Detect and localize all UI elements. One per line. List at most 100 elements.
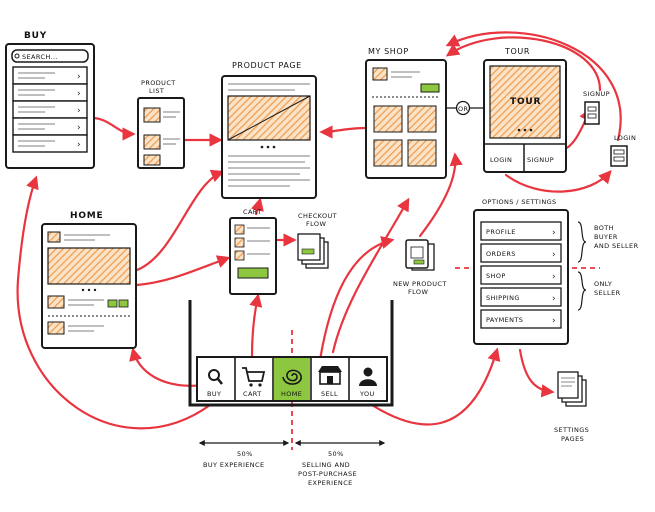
options-item-shipping[interactable] xyxy=(480,287,562,307)
home-screen: HOME xyxy=(41,211,137,349)
tab-sell[interactable]: SELL xyxy=(318,366,342,398)
note-both-3: AND SELLER xyxy=(594,242,639,250)
cart-screen: CART xyxy=(229,208,277,295)
shop-item-tile[interactable] xyxy=(407,139,437,167)
chevron-right-icon: › xyxy=(77,123,81,133)
sell-experience-1: SELLING AND xyxy=(302,461,350,469)
chevron-right-icon: › xyxy=(552,228,556,238)
sell-experience-2: POST-PURCHASE xyxy=(298,470,357,478)
magnifier-icon xyxy=(208,369,220,381)
settings-pages: SETTINGS PAGES xyxy=(554,371,589,443)
options-item-profile[interactable] xyxy=(480,221,562,241)
cart-icon xyxy=(242,367,266,382)
buy-search-field[interactable] xyxy=(11,49,89,63)
tab-buy[interactable]: BUY xyxy=(207,369,223,398)
product-list-title-2: LIST xyxy=(149,87,164,95)
shop-item-tile[interactable] xyxy=(373,105,403,133)
options-item-shop[interactable] xyxy=(480,265,562,285)
arrow-tour-login-to-login xyxy=(504,170,612,193)
chevron-right-icon: › xyxy=(552,272,556,282)
options-item-orders[interactable] xyxy=(480,243,562,263)
product-page-screen: PRODUCT PAGE xyxy=(221,61,317,199)
product-thumb[interactable] xyxy=(143,154,161,166)
checkout-flow: CHECKOUT FLOW xyxy=(297,212,337,269)
tour-hero-text: TOUR xyxy=(510,97,541,107)
chevron-right-icon: › xyxy=(77,72,81,82)
options-label-shop: SHOP xyxy=(486,272,506,280)
sell-experience-3: EXPERIENCE xyxy=(308,479,353,487)
buy-list-row[interactable] xyxy=(12,117,88,136)
arrow-myshop-to-productpage xyxy=(319,125,368,139)
tab-home[interactable]: HOME xyxy=(274,358,310,400)
tour-signup-button[interactable]: SIGNUP xyxy=(527,156,554,164)
arrow-tab-buy-to-buyscreen xyxy=(16,175,212,430)
camera-icon xyxy=(410,246,424,259)
options-item-payments[interactable] xyxy=(480,309,562,329)
buy-screen: BUY SEARCH... › › › › › xyxy=(5,31,95,169)
tour-title: TOUR xyxy=(504,47,530,56)
options-label-shipping: SHIPPING xyxy=(486,294,520,302)
options-label-orders: ORDERS xyxy=(486,250,516,258)
cart-title: CART xyxy=(243,208,262,216)
chevron-right-icon: › xyxy=(77,140,81,150)
my-shop-title: MY SHOP xyxy=(368,47,409,56)
arrow-buy-to-productlist xyxy=(90,116,136,141)
tab-cart[interactable]: CART xyxy=(242,367,266,398)
tab-you-label: YOU xyxy=(359,390,375,398)
buy-list-row[interactable] xyxy=(12,66,88,85)
options-label-payments: PAYMENTS xyxy=(486,316,523,324)
login-screen-small: LOGIN xyxy=(610,134,636,167)
options-title: OPTIONS / SETTINGS xyxy=(482,198,557,206)
arrow-tab-sell-to-newproduct xyxy=(318,236,395,362)
tab-sell-label: SELL xyxy=(321,390,338,398)
product-list-title-1: PRODUCT xyxy=(141,79,176,87)
note-both-1: BOTH xyxy=(594,224,614,232)
chevron-right-icon: › xyxy=(552,316,556,326)
shop-item-tile[interactable] xyxy=(373,139,403,167)
tour-screen: TOUR TOUR LOGIN SIGNUP xyxy=(483,47,567,173)
chevron-right-icon: › xyxy=(552,250,556,260)
or-connector: OR xyxy=(446,100,484,116)
signup-title: SIGNUP xyxy=(583,90,610,98)
arrow-tab-you-to-options xyxy=(370,347,501,426)
arrow-newproduct-to-myshop xyxy=(418,152,463,238)
buy-list-row[interactable] xyxy=(12,83,88,102)
person-icon xyxy=(363,367,373,377)
checkout-button[interactable] xyxy=(237,267,269,279)
my-shop-screen: MY SHOP xyxy=(365,47,447,179)
tab-you[interactable]: YOU xyxy=(359,367,377,399)
tab-home-label: HOME xyxy=(281,390,302,398)
tab-cart-label: CART xyxy=(243,390,262,398)
buy-list xyxy=(12,66,88,153)
buy-title: BUY xyxy=(24,31,47,41)
product-thumb[interactable] xyxy=(143,107,161,123)
flow-arrows xyxy=(16,31,622,430)
new-product-title-1: NEW PRODUCT xyxy=(393,280,447,288)
product-list-screen: PRODUCT LIST xyxy=(137,79,185,169)
arrow-tab-home-to-home xyxy=(129,347,207,387)
or-label: OR xyxy=(458,105,469,113)
sell-pct: 50% xyxy=(328,450,344,458)
chevron-right-icon: › xyxy=(77,89,81,99)
tour-login-button[interactable]: LOGIN xyxy=(490,156,512,164)
home-featured-image[interactable] xyxy=(47,247,131,285)
search-icon xyxy=(14,53,20,59)
chevron-right-icon: › xyxy=(77,106,81,116)
note-only-2: SELLER xyxy=(594,289,621,297)
buy-search-placeholder: SEARCH... xyxy=(22,53,58,61)
shop-item-tile[interactable] xyxy=(407,105,437,133)
buy-list-row[interactable] xyxy=(12,100,88,119)
arrow-productpage-to-myshop xyxy=(470,100,480,107)
arrow-tab-sell-to-myshop xyxy=(331,197,410,354)
checkout-title-2: FLOW xyxy=(306,220,326,228)
buy-list-row[interactable] xyxy=(12,134,88,153)
arrow-home-to-productpage xyxy=(135,169,225,272)
settings-pages-title-1: SETTINGS xyxy=(554,426,589,434)
options-label-profile: PROFILE xyxy=(486,228,516,236)
login-title: LOGIN xyxy=(614,134,636,142)
product-thumb[interactable] xyxy=(143,134,161,150)
arrow-options-to-settingspages xyxy=(518,348,555,398)
options-settings-screen: OPTIONS / SETTINGS PROFILE ORDERS SHOP S… xyxy=(473,198,639,345)
arrow-login-to-myshop xyxy=(445,31,622,142)
shop-edit-button[interactable] xyxy=(420,83,440,93)
